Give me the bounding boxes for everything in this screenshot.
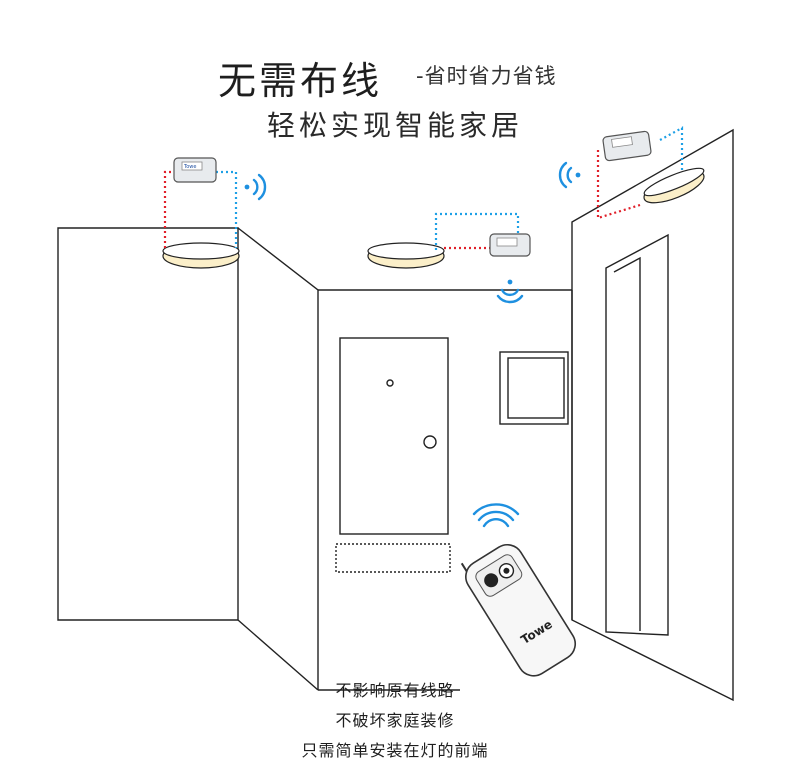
ceiling-light-left <box>162 242 240 269</box>
switch-module-left: Towe <box>173 157 217 183</box>
switch-module-center <box>489 233 531 257</box>
wifi-signal-icon <box>496 279 524 304</box>
wire-signal-center <box>434 212 520 250</box>
wifi-signal-icon <box>472 503 520 528</box>
feature-item: 不影响原有线路 <box>335 681 455 700</box>
wire-signal-right <box>659 126 684 172</box>
wire-live-left <box>163 170 176 248</box>
front-door <box>339 337 449 535</box>
left-wall <box>57 227 239 621</box>
ceiling-light-right <box>643 167 705 204</box>
switch-module-right <box>602 130 652 162</box>
door-mat <box>335 543 451 573</box>
door-knob <box>423 435 437 449</box>
headline: 无需布线 -省时省力省钱 <box>0 50 790 103</box>
door-peephole <box>386 379 394 387</box>
wall-panel <box>499 351 569 425</box>
wifi-signal-icon <box>244 173 267 201</box>
wifi-signal-icon <box>558 161 581 189</box>
feature-item: 不破坏家庭装修 <box>335 711 455 730</box>
remote-control: Towe <box>460 543 577 677</box>
right-wall-doorway <box>605 233 669 636</box>
wire-signal-left <box>216 170 238 248</box>
feature-item: 只需简单安装在灯的前端 <box>301 741 489 760</box>
right-wall <box>571 128 734 702</box>
wire-live-right <box>596 150 641 220</box>
ceiling-light-center <box>367 242 445 269</box>
headline-tagline: -省时省力省钱 <box>416 64 557 88</box>
headline-subtitle: 轻松实现智能家居 <box>266 109 523 142</box>
feature-list: 不影响原有线路 不破坏家庭装修 只需简单安装在灯的前端 <box>0 676 790 766</box>
left-side-wall <box>237 227 319 690</box>
headline-main: 无需布线 <box>218 59 383 103</box>
module-brand: Towe <box>183 164 196 170</box>
